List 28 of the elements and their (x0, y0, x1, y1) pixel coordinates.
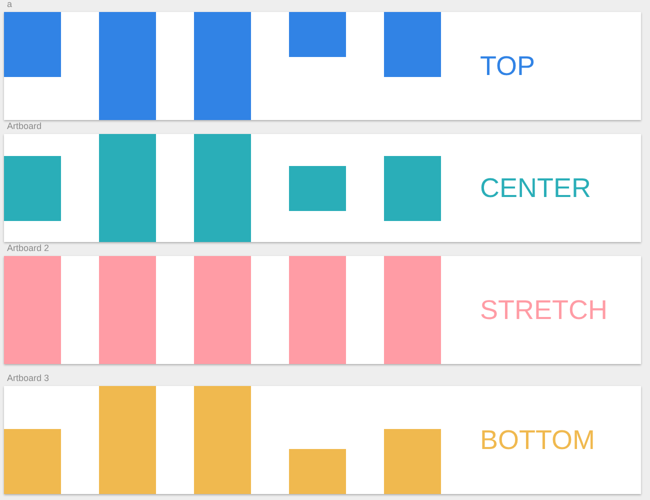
artboard-name: Artboard 3 (7, 373, 50, 384)
artboard-name: a (7, 0, 12, 10)
item-block (384, 429, 441, 494)
item-block (4, 156, 61, 220)
item-block (99, 256, 156, 364)
item-block (4, 429, 61, 494)
item-block (99, 386, 156, 494)
item-block (194, 134, 251, 242)
item-block (384, 156, 441, 220)
alignment-label: CENTER (480, 172, 592, 204)
item-block (289, 256, 346, 364)
item-block (194, 386, 251, 494)
item-block (289, 166, 346, 210)
alignment-label: STRETCH (480, 294, 608, 326)
item-block (289, 12, 346, 57)
item-block (99, 12, 156, 120)
item-block (384, 12, 441, 77)
item-block (194, 256, 251, 364)
item-block (99, 134, 156, 242)
alignment-label: BOTTOM (480, 424, 596, 456)
item-block (384, 256, 441, 364)
artboard-name: Artboard (7, 121, 42, 132)
item-block (194, 12, 251, 120)
alignment-label: TOP (480, 50, 536, 82)
item-block (289, 449, 346, 494)
item-block (4, 12, 61, 77)
artboard-name: Artboard 2 (7, 243, 50, 254)
item-block (4, 256, 61, 364)
